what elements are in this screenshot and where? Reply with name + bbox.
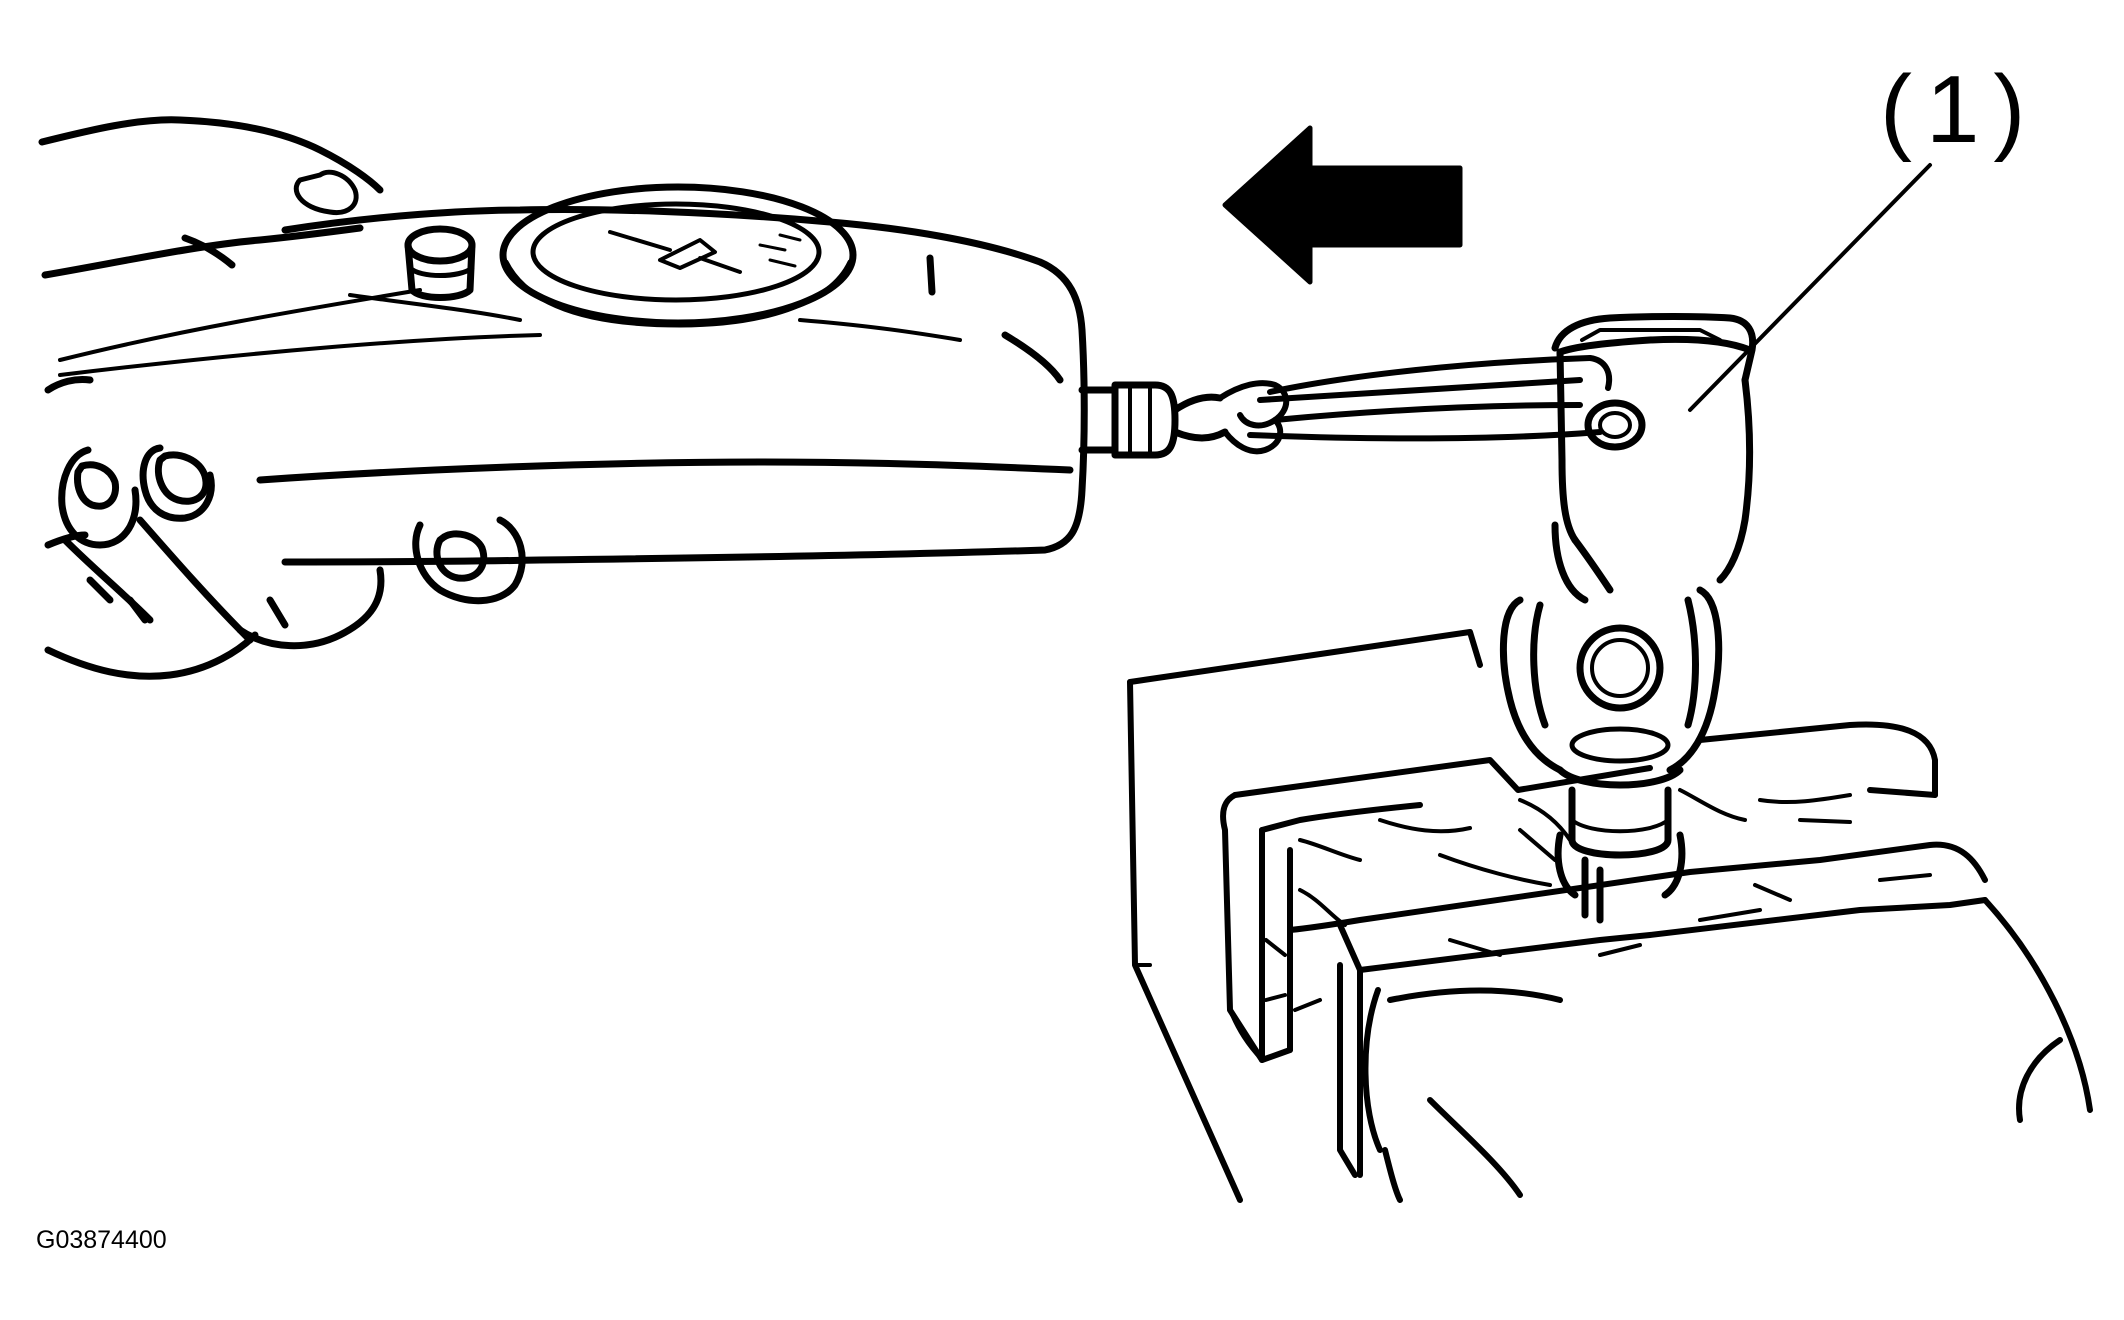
vise-icon [1127,629,2093,1203]
universal-joint-icon [1500,313,1757,924]
hand-icon [38,116,526,680]
pull-direction-arrow-icon [1222,125,1463,285]
hook-rope [1217,355,1612,455]
spring-scale-icon [58,183,1229,566]
callout-label: (1) [1880,56,2040,163]
figure-code: G03874400 [36,1226,167,1254]
callout-leader-line [1688,163,1932,412]
